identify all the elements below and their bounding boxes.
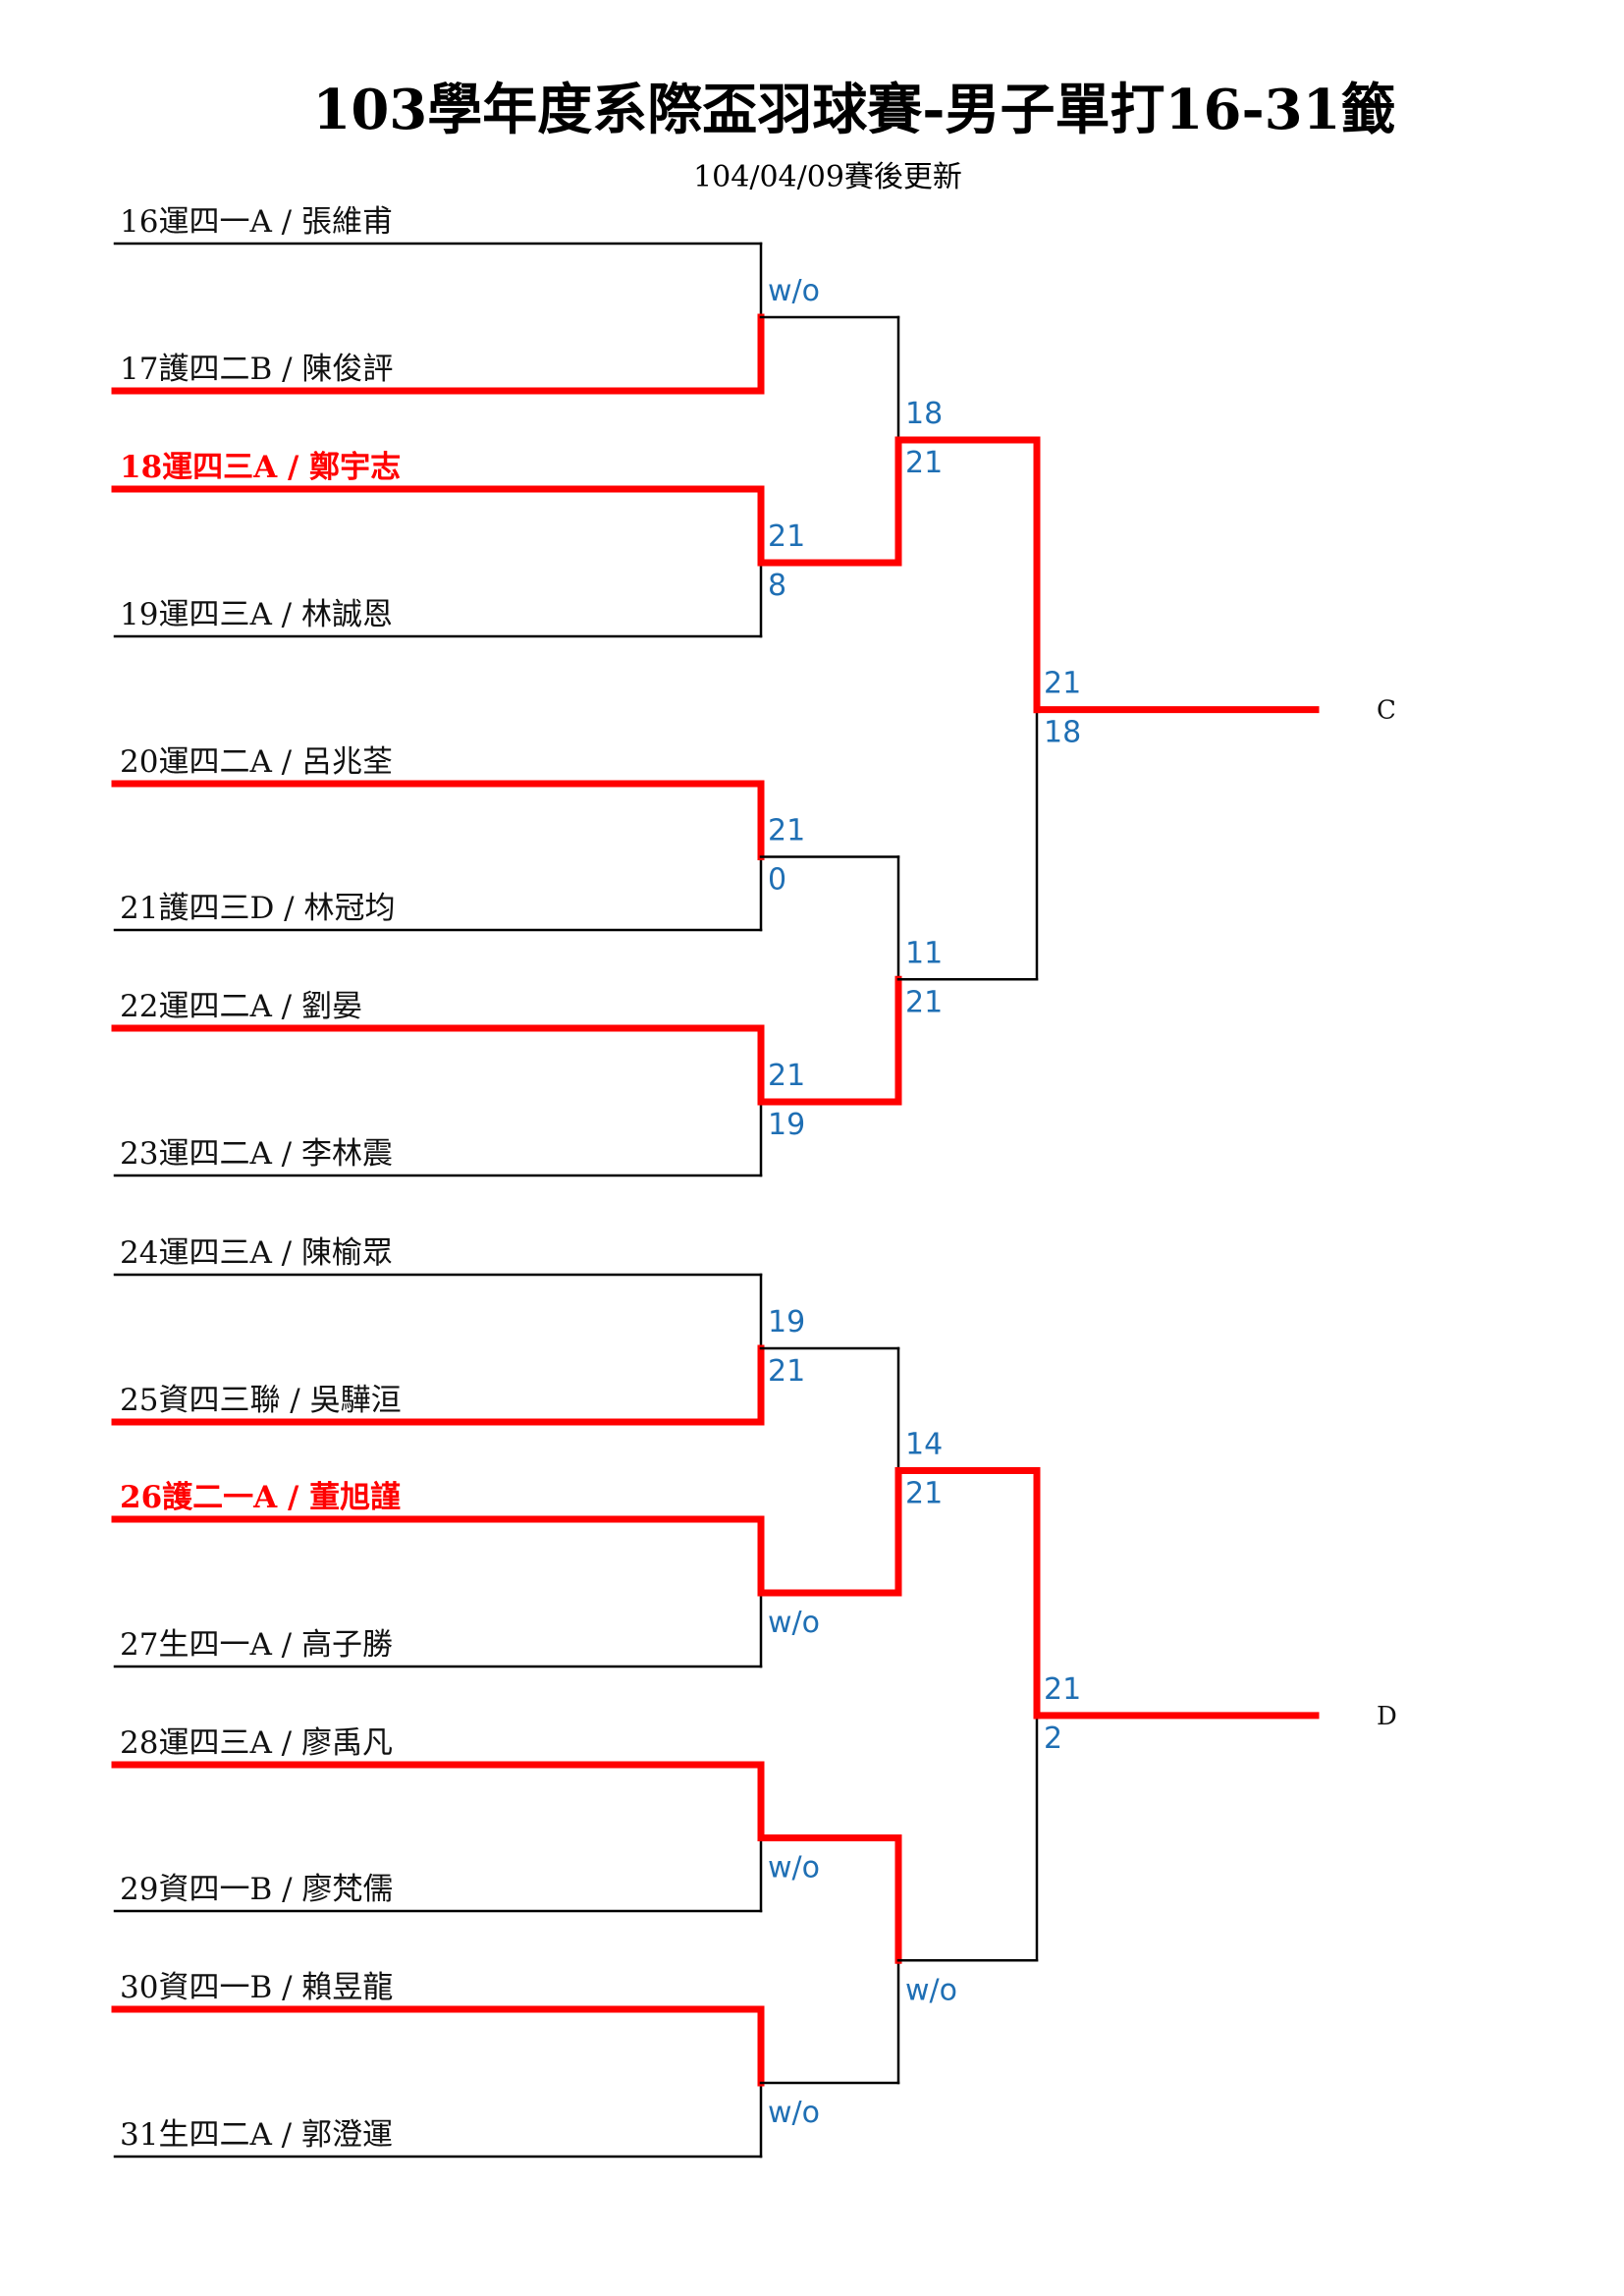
match-score: w/o — [768, 1606, 820, 1640]
player-name: 30資四一B / 賴昱龍 — [120, 1970, 393, 2005]
match-score: 19 — [768, 1305, 805, 1339]
player-name: 23運四二A / 李林震 — [120, 1136, 393, 1172]
match-score: w/o — [768, 1851, 820, 1886]
update-note: 104/04/09賽後更新 — [693, 160, 962, 194]
bracket-lines — [111, 242, 1320, 2159]
player-name: 20運四二A / 呂兆荃 — [120, 744, 393, 780]
match-score: 21 — [905, 446, 943, 480]
match-score: w/o — [768, 274, 820, 308]
match-score: 2 — [1044, 1722, 1062, 1756]
player-name: 27生四一A / 高子勝 — [120, 1627, 393, 1663]
player-name: 18運四三A / 鄭宇志 — [120, 450, 401, 485]
bracket-slot-label: C — [1377, 696, 1396, 726]
player-name: 26護二一A / 董旭謹 — [120, 1480, 401, 1515]
match-score: 21 — [1044, 1672, 1081, 1707]
player-name: 31生四二A / 郭澄運 — [120, 2117, 393, 2153]
match-score: w/o — [768, 2096, 820, 2130]
match-score: 8 — [768, 569, 786, 603]
match-score: 21 — [905, 1477, 943, 1511]
player-name: 21護四三D / 林冠均 — [120, 891, 395, 926]
player-name: 28運四三A / 廖禹凡 — [120, 1725, 393, 1761]
match-score: 0 — [768, 863, 786, 898]
match-score: 21 — [1044, 667, 1081, 701]
match-score: 21 — [768, 519, 805, 554]
match-score: 19 — [768, 1108, 805, 1142]
player-name: 25資四三聯 / 吳驊洹 — [120, 1383, 402, 1418]
match-score: 18 — [1044, 716, 1081, 750]
player-name: 29資四一B / 廖梵儒 — [120, 1872, 393, 1907]
match-score: 21 — [768, 814, 805, 848]
match-score: 11 — [905, 936, 943, 970]
match-score: 21 — [768, 1059, 805, 1093]
match-score: 21 — [768, 1354, 805, 1389]
player-name: 16運四一A / 張維甫 — [120, 204, 393, 240]
bracket-slot-label: D — [1377, 1702, 1397, 1731]
bracket-labels: 16運四一A / 張維甫 17護四二B / 陳俊評 18運四三A / 鄭宇志 19運四… — [120, 204, 1397, 2153]
match-score: 14 — [905, 1428, 943, 1462]
player-name: 19運四三A / 林誠恩 — [120, 597, 393, 632]
match-score: 18 — [905, 397, 943, 431]
player-name: 24運四三A / 陳榆眾 — [120, 1235, 393, 1271]
match-score: 21 — [905, 985, 943, 1019]
page-title: 103學年度系際盃羽球賽-男子單打16-31籤 — [312, 78, 1395, 142]
match-score: w/o — [905, 1973, 957, 2007]
player-name: 22運四二A / 劉晏 — [120, 989, 362, 1024]
player-name: 17護四二B / 陳俊評 — [120, 352, 393, 387]
